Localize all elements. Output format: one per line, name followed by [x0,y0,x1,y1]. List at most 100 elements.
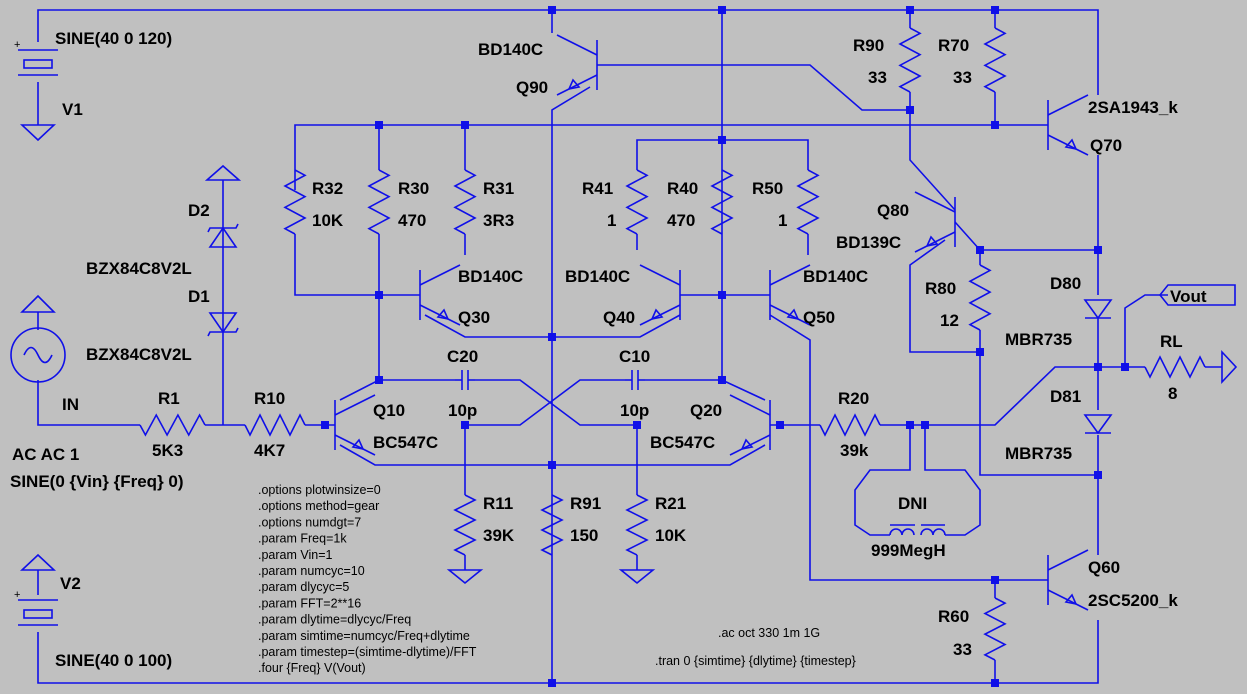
junction-dot [1094,363,1102,371]
q60-name: Q60 [1088,558,1120,577]
r90-value: 33 [868,68,887,87]
resistor-rl[interactable] [1144,355,1206,379]
wire-r32-bot [294,234,420,296]
diode-d80[interactable] [1083,299,1113,320]
resistor-r40[interactable] [710,169,734,235]
r90-name: R90 [853,36,884,55]
dni-name: DNI [898,494,927,513]
resistor-r50[interactable] [796,169,820,235]
d80-model: MBR735 [1005,330,1072,349]
resistor-r91[interactable] [540,494,564,556]
junction-dot [991,679,999,687]
transistor-q90[interactable] [556,34,598,96]
directive-line: .param Freq=1k [258,532,347,546]
r21-name: R21 [655,494,686,513]
r41-name: R41 [582,179,613,198]
v2-name: V2 [60,574,81,593]
transistor-q60[interactable] [1047,549,1089,611]
directive-line: .options numdgt=7 [258,515,361,529]
resistors [139,27,1206,661]
in-ac: AC AC 1 [12,445,79,464]
ground-icon [1221,349,1238,385]
transistor-q50[interactable] [769,264,811,326]
junction-dot [1121,363,1129,371]
wire-feedback [880,366,1098,426]
junction-dot [906,106,914,114]
rl-value: 8 [1168,384,1177,403]
r1-name: R1 [158,389,180,408]
d1-name: D1 [188,287,210,306]
d2-name: D2 [188,201,210,220]
resistor-r10[interactable] [244,413,306,437]
junction-dot [548,461,556,469]
tran-directive: .tran 0 {simtime} {dlytime} {timestep} [655,654,856,668]
q40-model: BD140C [565,267,630,286]
r70-name: R70 [938,36,969,55]
junction-dot [976,348,984,356]
zener-d1[interactable] [207,312,239,337]
transistor-q70[interactable] [1047,94,1089,156]
vout-net-flag[interactable] [1158,284,1236,306]
resistor-r1[interactable] [139,413,206,437]
resistor-r90[interactable] [898,27,922,93]
battery-v2[interactable]: + [14,589,58,626]
resistor-r21[interactable] [625,494,649,556]
diode-d81[interactable] [1083,414,1113,435]
resistor-r30[interactable] [367,169,391,235]
resistor-r60[interactable] [983,597,1007,661]
spice-directives: .options plotwinsize=0.options method=ge… [258,483,477,675]
q20-name: Q20 [690,401,722,420]
directive-line: .param dlytime=dlycyc/Freq [258,613,411,627]
directive-line: .param Vin=1 [258,548,333,562]
junction-dot [375,376,383,384]
d81-name: D81 [1050,387,1081,406]
r10-name: R10 [254,389,285,408]
resistor-r80[interactable] [968,264,992,331]
wire-q80-collector [954,221,1098,251]
components: + + [10,39,1238,626]
inductor-dni[interactable] [889,524,946,536]
r70-value: 33 [953,68,972,87]
labels: SINE(40 0 120) V1 V2 SINE(40 0 100) IN A… [10,29,1207,675]
capacitor-c20[interactable] [455,370,475,390]
directive-line: .param dlycyc=5 [258,580,349,594]
wire-q90-base [597,64,910,111]
q40-name: Q40 [603,308,635,327]
wire-in [37,380,140,426]
svg-text:+: + [14,39,20,51]
wire-q50-collector [769,314,1048,581]
ground-icon [618,569,656,585]
r41-value: 1 [607,211,616,230]
r60-value: 33 [953,640,972,659]
wire-r80-bot [979,330,1098,476]
ac-source-in[interactable] [10,312,66,383]
d1-model: BZX84C8V2L [86,345,192,364]
zener-d2[interactable] [207,223,239,248]
resistor-r11[interactable] [453,494,477,556]
junction-dot [375,291,383,299]
transistor-q40[interactable] [639,264,681,326]
q70-name: Q70 [1090,136,1122,155]
directive-line: .options plotwinsize=0 [258,483,381,497]
resistor-r41[interactable] [625,169,649,235]
q80-name: Q80 [877,201,909,220]
capacitor-c10[interactable] [625,370,645,390]
battery-v1[interactable]: + [14,39,58,76]
q90-model: BD140C [478,40,543,59]
transistor-q30[interactable] [419,264,461,326]
resistor-r31[interactable] [453,169,477,235]
transistor-q80[interactable] [914,191,956,253]
q30-name: Q30 [458,308,490,327]
directive-line: .param timestep=(simtime-dlytime)/FFT [258,645,477,659]
transistor-q10[interactable] [334,394,376,456]
q80-model: BD139C [836,233,901,252]
resistor-r70[interactable] [983,27,1007,93]
r11-value: 39K [483,526,515,545]
resistor-r20[interactable] [819,413,881,437]
wire-q10-collector [339,379,455,401]
transistor-q20[interactable] [729,394,771,456]
resistor-r32[interactable] [283,169,307,235]
v1-value: SINE(40 0 120) [55,29,172,48]
c10-value: 10p [620,401,649,420]
